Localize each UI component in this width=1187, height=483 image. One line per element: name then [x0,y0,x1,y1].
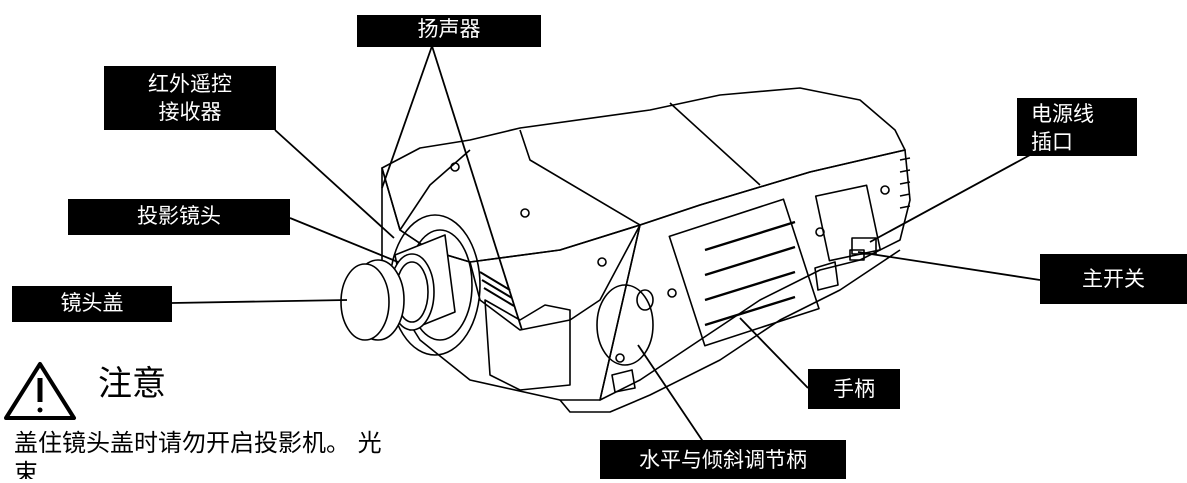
screw-6 [815,227,825,237]
projector-top-panel [381,87,906,263]
caution-text: 盖住镜头盖时请勿开启投影机。 光束 产生的高温可能会损坏镜头盖并引起火 [14,429,382,479]
label-ir-receiver: 红外遥控 接收器 [104,66,276,130]
projector-bottom-edge [559,249,901,413]
callout-line-lens-cap [171,299,348,304]
screw-2 [520,208,530,218]
projector-top-ridge-2 [399,149,471,231]
callout-line-lens [289,217,399,263]
label-speaker: 扬声器 [357,15,541,47]
screw-7 [880,185,890,195]
label-power-socket: 电源线 插口 [1017,98,1137,156]
projector-front-inner [469,224,641,331]
vent-slots [704,220,796,327]
callout-line-speaker-1 [381,45,433,189]
screw-3 [597,257,607,267]
caution-icon [4,362,76,420]
callout-line-handle [739,317,809,389]
side-panel [668,198,820,347]
speaker-grille [479,271,515,307]
lens-cap-front [340,263,390,341]
caution-title: 注意 [98,364,166,404]
tilt-knob [596,284,654,366]
front-speaker-panel [484,299,571,391]
label-lens-cap: 镜头盖 [12,286,172,322]
label-projection-lens: 投影镜头 [68,199,290,235]
callout-lines [171,45,1041,453]
label-handle: 手柄 [808,369,900,409]
main-switch-body [849,249,865,261]
side-window [814,184,882,262]
callout-line-speaker-2 [431,45,523,331]
screw-5 [615,353,625,363]
projector-top-seam [669,102,761,186]
tilt-knob-inner [636,289,654,311]
callout-line-adjust [637,344,711,453]
callout-line-switch [857,251,1041,281]
foot-right [814,261,839,291]
projector-top-ridge [519,129,641,226]
foot-left [611,369,636,393]
rear-vents [899,157,911,209]
label-main-switch: 主开关 [1040,254,1187,304]
label-adjust-handle: 水平与倾斜调节柄 [600,440,846,479]
callout-line-power [869,154,1031,243]
screw-1 [450,162,460,172]
callout-line-ir [274,129,395,239]
screw-4 [667,288,677,298]
